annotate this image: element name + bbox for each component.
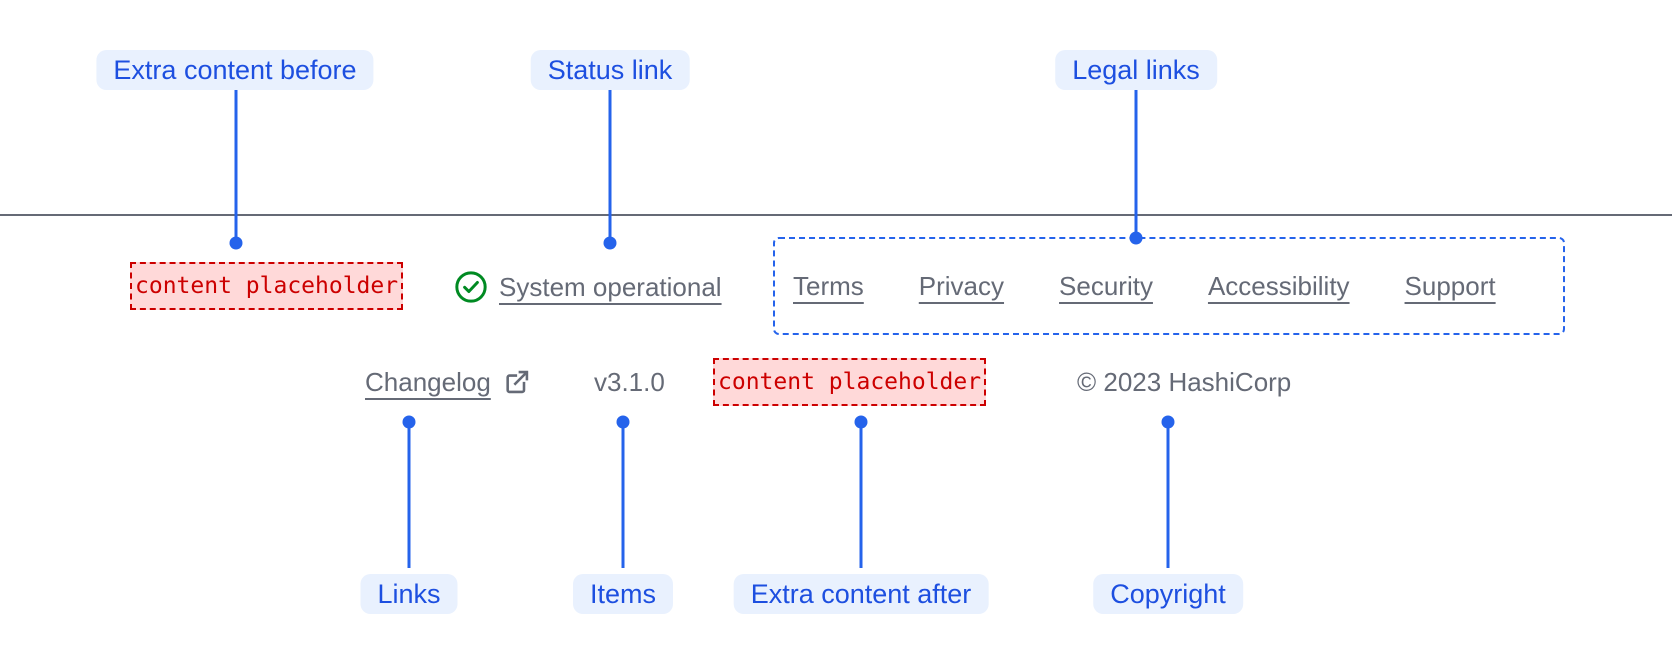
callout-extra-content-before: Extra content before [96, 50, 374, 90]
callout-dot [402, 415, 416, 429]
callout-dot [616, 415, 630, 429]
legal-link-terms[interactable]: Terms [793, 270, 864, 301]
callout-legal-links: Legal links [1055, 50, 1217, 90]
callout-dot [603, 236, 617, 250]
callout-extra-content-after: Extra content after [733, 574, 989, 614]
callout-dot [1161, 415, 1175, 429]
extra-content-before-slot: content placeholder [130, 262, 404, 310]
copyright-label: © 2023 HashiCorp [1077, 366, 1292, 397]
content-placeholder-text: content placeholder [135, 273, 399, 299]
callout-line [1134, 88, 1138, 238]
legal-link-accessibility[interactable]: Accessibility [1207, 270, 1350, 301]
callout-line [621, 422, 625, 568]
callout-links: Links [360, 574, 458, 614]
changelog-link[interactable]: Changelog [365, 358, 531, 406]
callout-line [234, 88, 238, 243]
content-placeholder-text: content placeholder [718, 369, 982, 395]
version-item: v3.1.0 [594, 358, 665, 406]
callout-line [608, 88, 612, 243]
check-circle-icon [454, 270, 488, 304]
callout-line [1166, 422, 1170, 568]
callout-dot [229, 236, 243, 250]
legal-link-privacy[interactable]: Privacy [918, 270, 1005, 301]
status-link[interactable]: System operational [454, 262, 722, 312]
callout-items: Items [572, 574, 674, 614]
footer-top-border [0, 214, 1672, 216]
external-link-icon [503, 368, 531, 396]
version-label: v3.1.0 [594, 366, 665, 397]
callout-dot [1129, 231, 1143, 245]
changelog-link-label[interactable]: Changelog [365, 366, 491, 397]
callout-dot [854, 415, 868, 429]
legal-link-security[interactable]: Security [1059, 270, 1153, 301]
callout-copyright: Copyright [1093, 574, 1243, 614]
copyright-notice: © 2023 HashiCorp [1077, 358, 1291, 406]
status-link-label[interactable]: System operational [499, 271, 722, 302]
callout-line [859, 422, 863, 568]
legal-links-group: Terms Privacy Security Accessibility Sup… [773, 237, 1565, 335]
legal-link-support[interactable]: Support [1404, 270, 1496, 301]
callout-status-link: Status link [530, 50, 690, 90]
callout-line [407, 422, 411, 568]
extra-content-after-slot: content placeholder [713, 358, 987, 406]
